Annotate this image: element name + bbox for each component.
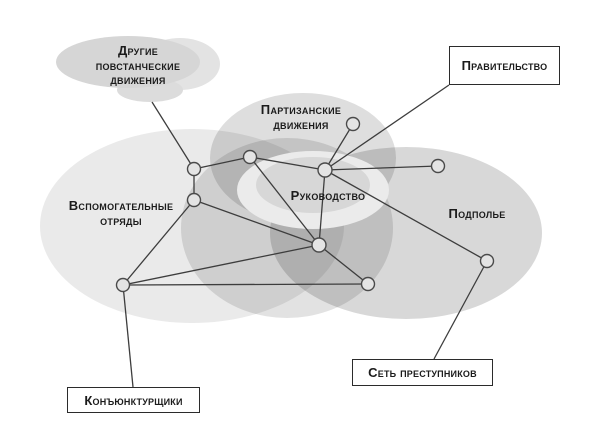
guerrilla-movements-label-line1: Партизанские — [260, 102, 342, 117]
cloud-main-ellipse — [56, 36, 200, 88]
node-center-low — [311, 237, 327, 253]
node-far-left — [115, 277, 131, 293]
edge-node-center-low--node-far-left — [122, 244, 320, 286]
edge-node-left-upper--node-top-mid — [193, 156, 251, 170]
auxiliary-forces-label: Вспомогательные отряды — [68, 198, 174, 228]
edge-node-mid-low--node-far-left — [122, 283, 369, 286]
edge-node-leadership--government-anchor — [324, 84, 450, 171]
node-left-upper — [186, 161, 202, 177]
edge-node-leadership--node-underground — [324, 169, 488, 262]
edge-cloud-tail-anchor--node-left-upper — [151, 101, 195, 170]
edge-node-underground--criminals-anchor — [433, 260, 488, 360]
government-box: Правительство — [449, 46, 560, 85]
edge-node-left-lower--node-far-left — [122, 199, 195, 286]
other-insurgent-movements-label: Другие повстанческие движения — [95, 43, 181, 88]
criminal-network-box: Сеть преступников — [352, 359, 493, 386]
other-insurgent-movements-label-line1: Другие — [117, 43, 159, 58]
underground-label: Подполье — [448, 206, 506, 221]
edge-node-far-left--opportunists-anchor — [122, 284, 134, 388]
auxiliary-forces-label-line2: отряды — [100, 212, 142, 228]
edge-node-center-low--node-mid-low — [318, 244, 369, 285]
leadership-inner-ellipse — [256, 157, 370, 213]
opportunists-box: Конъюнктурщики — [67, 387, 200, 413]
node-top-mid — [242, 149, 258, 165]
node-leadership — [317, 162, 333, 178]
leadership-label: Руководство — [290, 188, 366, 203]
guerrilla-movements-label-line2: движения — [273, 116, 329, 132]
guerrilla-movements-label: Партизанские движения — [260, 102, 342, 132]
other-insurgent-movements-label-line2: повстанческие — [95, 57, 181, 73]
other-insurgent-movements-label-line3: движения — [110, 72, 166, 87]
node-mid-low — [360, 276, 376, 292]
edge-node-leadership--node-guerrilla — [324, 123, 354, 171]
edge-node-top-mid--node-leadership — [249, 156, 326, 171]
node-guerrilla — [345, 116, 361, 132]
node-right — [430, 158, 446, 174]
edge-node-leadership--node-right — [324, 165, 439, 171]
edge-node-top-mid--node-center-low — [249, 156, 320, 246]
edge-node-left-lower--node-center-low — [193, 199, 320, 246]
node-left-lower — [186, 192, 202, 208]
node-underground — [479, 253, 495, 269]
edge-node-leadership--node-center-low — [318, 169, 326, 246]
auxiliary-forces-label-line1: Вспомогательные — [68, 198, 174, 213]
